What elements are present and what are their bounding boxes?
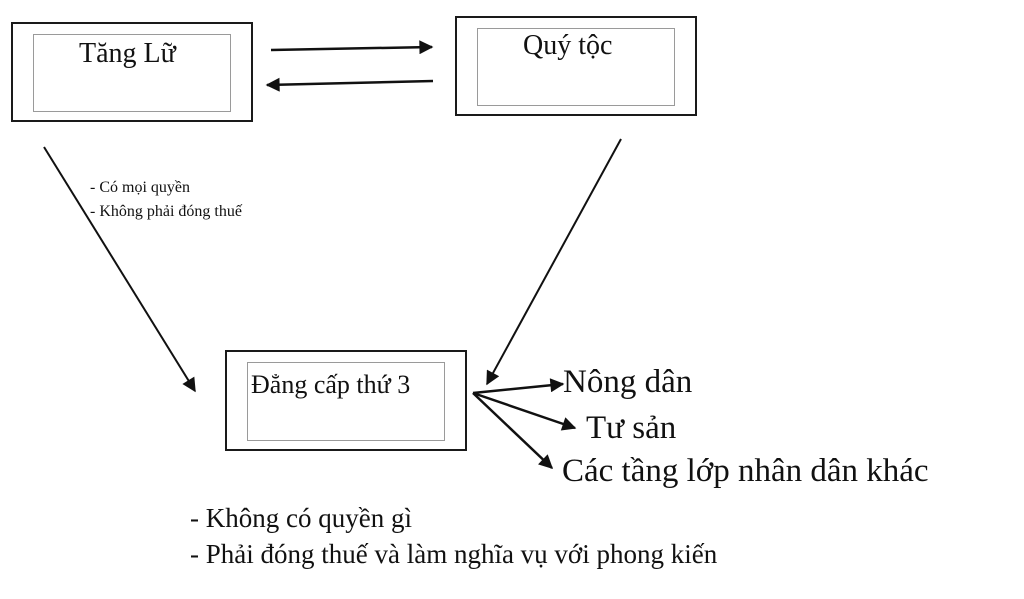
arrow-quy-toc-to-tang-lu: [265, 77, 434, 92]
arrow-to-tu-san: [472, 391, 577, 431]
third-estate-notes: - Không có quyền gì - Phải đóng thuế và …: [190, 500, 717, 572]
branch-nong-dan: Nông dân: [563, 364, 693, 400]
third-estate-note-line: - Phải đóng thuế và làm nghĩa vụ với pho…: [190, 539, 718, 569]
node-quy-toc: Quý tộc: [455, 16, 697, 116]
node-label-tang-lu: Tăng Lữ: [79, 38, 176, 69]
privileged-note-line: - Không phải đóng thuế: [90, 203, 242, 220]
node-tang-lu: Tăng Lữ: [11, 22, 253, 122]
arrow-tang-lu-to-third-estate: [43, 146, 196, 393]
node-inner-frame: [477, 28, 675, 106]
node-label-dang-cap-thu-3: Đẳng cấp thứ 3: [251, 370, 411, 399]
node-inner-frame: [33, 34, 231, 112]
node-dang-cap-thu-3: Đẳng cấp thứ 3: [225, 350, 467, 451]
node-label-quy-toc: Quý tộc: [523, 30, 613, 61]
branch-cac-tang-lop: Các tầng lớp nhân dân khác: [562, 453, 929, 489]
arrow-to-cac-tang-lop: [472, 392, 554, 469]
branch-tu-san: Tư sản: [586, 410, 677, 446]
third-estate-note-line: - Không có quyền gì: [190, 503, 412, 533]
privileged-note-line: - Có mọi quyền: [90, 179, 190, 196]
node-inner-frame: [247, 362, 445, 441]
arrow-quy-toc-to-third-estate: [486, 138, 622, 386]
arrow-tang-lu-to-quy-toc: [270, 40, 434, 55]
arrow-to-nong-dan: [472, 378, 565, 395]
privileged-notes: - Có mọi quyền - Không phải đóng thuế: [90, 176, 242, 224]
